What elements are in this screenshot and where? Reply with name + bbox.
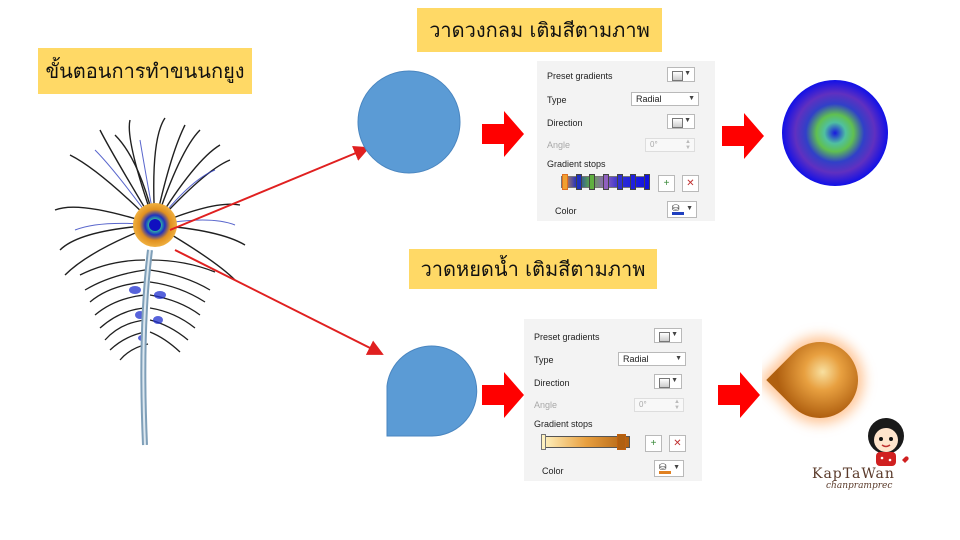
- spinner-arrows-icon: ▲▼: [685, 139, 691, 151]
- color-swatch: [672, 212, 684, 215]
- gradient-stop-marker[interactable]: [589, 174, 596, 190]
- spinner-arrows-icon: ▲▼: [674, 399, 680, 411]
- type-select-value: Radial: [623, 354, 649, 364]
- blue-circle-shape: [357, 70, 461, 174]
- gradient-stop-marker[interactable]: [644, 174, 650, 190]
- direction-dropdown[interactable]: ▼: [667, 114, 695, 129]
- remove-gradient-stop-icon[interactable]: ✕: [669, 435, 686, 452]
- color-swatch: [659, 471, 671, 474]
- angle-label: Angle: [534, 400, 558, 410]
- chevron-down-icon: ▼: [673, 464, 680, 471]
- gradient-stop-marker[interactable]: [541, 434, 546, 450]
- fill-bucket-icon: ⛁: [672, 203, 680, 213]
- type-label: Type: [547, 95, 567, 105]
- gradient-stop-marker[interactable]: [617, 434, 626, 450]
- gradient-fill-panel-circle: Preset gradients ▼ Type Radial ▼ Directio…: [537, 61, 715, 221]
- add-gradient-stop-icon[interactable]: +: [658, 175, 675, 192]
- remove-gradient-stop-icon[interactable]: ✕: [682, 175, 699, 192]
- gradient-stops-label: Gradient stops: [534, 419, 593, 429]
- watermark-subtitle: chanpramprec: [826, 481, 893, 491]
- preset-gradients-dropdown[interactable]: ▼: [654, 328, 682, 343]
- angle-label: Angle: [547, 140, 571, 150]
- preset-gradients-label: Preset gradients: [547, 71, 613, 81]
- red-arrow-icon: [482, 111, 524, 157]
- circle-step-title-text: วาดวงกลม เติมสีตามภาพ: [429, 18, 650, 42]
- red-arrow-icon: [482, 372, 524, 418]
- direction-dropdown[interactable]: ▼: [654, 374, 682, 389]
- gradient-stops-bar[interactable]: [541, 434, 630, 450]
- direction-label: Direction: [534, 378, 570, 388]
- blue-drop-shape: [386, 345, 478, 437]
- chevron-down-icon: ▼: [688, 95, 695, 102]
- angle-value: 0°: [650, 140, 658, 149]
- gradient-stops-label: Gradient stops: [547, 159, 606, 169]
- mascot-girl-icon: [868, 418, 909, 466]
- gradient-circle-result: [782, 80, 888, 186]
- gradient-fill-panel-drop: Preset gradients ▼ Type Radial ▼ Directio…: [524, 319, 702, 481]
- peacock-feather-illustration: [54, 117, 246, 446]
- preset-gradients-dropdown[interactable]: ▼: [667, 67, 695, 82]
- connector-line-drop: [174, 249, 384, 355]
- gradient-stops-bar[interactable]: [561, 174, 650, 190]
- type-label: Type: [534, 355, 554, 365]
- type-select-value: Radial: [636, 94, 662, 104]
- gradient-stop-marker[interactable]: [616, 174, 623, 190]
- color-picker-button[interactable]: ⛁ ▼: [667, 201, 697, 218]
- type-select[interactable]: Radial ▼: [618, 352, 686, 366]
- angle-value: 0°: [639, 400, 647, 409]
- watermark-name: KapTaWan: [812, 466, 895, 482]
- direction-preview-icon: [659, 378, 670, 388]
- chevron-down-icon: ▼: [686, 205, 693, 212]
- chevron-down-icon: ▼: [684, 70, 691, 77]
- gradient-stop-marker[interactable]: [562, 174, 568, 190]
- gradient-drop-result: [762, 336, 864, 424]
- drop-step-title: วาดหยดน้ำ เติมสีตามภาพ: [409, 249, 657, 289]
- type-select[interactable]: Radial ▼: [631, 92, 699, 106]
- direction-label: Direction: [547, 118, 583, 128]
- direction-preview-icon: [672, 118, 683, 128]
- gradient-preview-icon: [659, 332, 670, 342]
- color-label: Color: [542, 466, 564, 476]
- gradient-stop-marker[interactable]: [630, 174, 637, 190]
- color-picker-button[interactable]: ⛁ ▼: [654, 460, 684, 477]
- red-arrow-icon: [722, 113, 764, 159]
- preset-gradients-label: Preset gradients: [534, 332, 600, 342]
- connector-line-circle: [169, 145, 370, 231]
- gradient-preview-icon: [672, 71, 683, 81]
- chevron-down-icon: ▼: [684, 117, 691, 124]
- angle-spinner[interactable]: 0° ▲▼: [645, 138, 695, 152]
- gradient-stop-marker[interactable]: [575, 174, 582, 190]
- chevron-down-icon: ▼: [671, 331, 678, 338]
- main-title: ขั้นตอนการทำขนนกยูง: [38, 48, 252, 94]
- circle-step-title: วาดวงกลม เติมสีตามภาพ: [417, 8, 662, 52]
- chevron-down-icon: ▼: [671, 377, 678, 384]
- add-gradient-stop-icon[interactable]: +: [645, 435, 662, 452]
- drop-step-title-text: วาดหยดน้ำ เติมสีตามภาพ: [420, 257, 646, 281]
- chevron-down-icon: ▼: [675, 355, 682, 362]
- color-label: Color: [555, 206, 577, 216]
- gradient-stop-marker[interactable]: [603, 174, 609, 190]
- red-arrow-icon: [718, 372, 760, 418]
- main-title-text: ขั้นตอนการทำขนนกยูง: [45, 59, 245, 83]
- angle-spinner[interactable]: 0° ▲▼: [634, 398, 684, 412]
- fill-bucket-icon: ⛁: [659, 462, 667, 472]
